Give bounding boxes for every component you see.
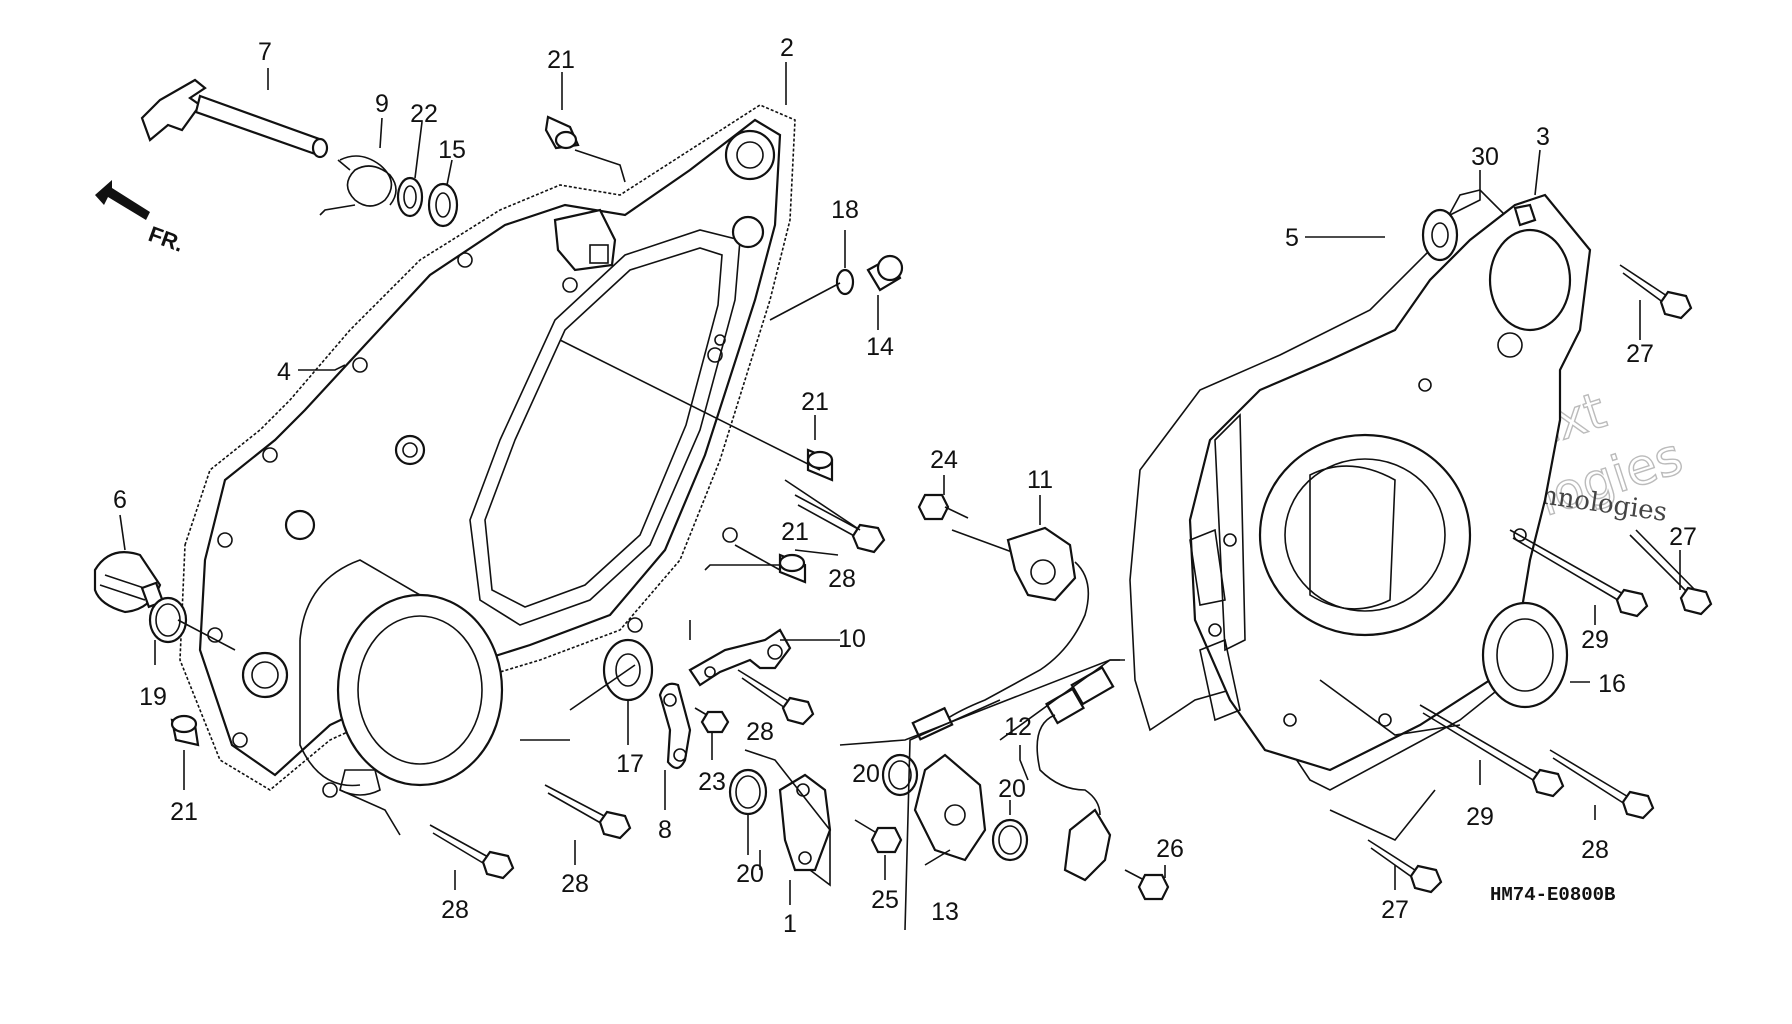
bolt-23 [694, 707, 730, 734]
bracket-10 [688, 628, 792, 687]
bolt-26 [1124, 869, 1170, 901]
callout-25: 25 [871, 886, 899, 914]
left-crankcase-cover [179, 104, 796, 798]
callout-12: 12 [1004, 713, 1032, 741]
callout-27-top: 27 [1626, 340, 1654, 368]
bearing-30 [1421, 208, 1459, 262]
callout-16: 16 [1598, 670, 1626, 698]
callout-21-left: 21 [170, 798, 198, 826]
callout-28-mid: 28 [746, 718, 774, 746]
bolt-27-bottom [1367, 839, 1443, 894]
callout-21-mid: 21 [801, 388, 829, 416]
harness-12 [1036, 665, 1115, 882]
dowel-pin-21-left [170, 714, 200, 747]
callout-3: 3 [1536, 123, 1550, 151]
callout-21-top: 21 [547, 46, 575, 74]
callout-29-upper: 29 [1581, 626, 1609, 654]
bolt-25 [854, 819, 903, 854]
oil-filler-cap-6 [93, 551, 165, 614]
bolt-28-mid [737, 669, 815, 726]
callout-21-lower: 21 [781, 518, 809, 546]
right-cover-opening [1258, 433, 1472, 637]
callout-2: 2 [780, 34, 794, 62]
callout-4: 4 [277, 358, 291, 386]
bolt-28-lower-right [544, 784, 632, 840]
bolt-29-lower [1419, 704, 1565, 798]
callout-27-right: 27 [1669, 523, 1697, 551]
callout-15: 15 [438, 136, 466, 164]
plate-8 [658, 682, 692, 770]
diagram-code: HM74-E0800B [1490, 884, 1615, 906]
callout-30: 30 [1471, 143, 1499, 171]
plug-14 [866, 254, 904, 292]
callout-17: 17 [616, 750, 644, 778]
callout-23: 23 [698, 768, 726, 796]
callout-13: 13 [931, 898, 959, 926]
dowel-pin-21-mid [806, 448, 834, 482]
washer-15 [427, 182, 459, 228]
callout-7: 7 [258, 38, 272, 66]
callout-22: 22 [410, 100, 438, 128]
callout-24: 24 [930, 446, 958, 474]
spring-9 [319, 155, 397, 216]
callout-20-right: 20 [998, 775, 1026, 803]
arrow-icon [95, 180, 150, 220]
bolt-27-right [1629, 529, 1713, 616]
cover-plate-1 [778, 773, 832, 872]
callout-26: 26 [1156, 835, 1184, 863]
callout-28-lower-left: 28 [441, 896, 469, 924]
callout-28-lower-mid: 28 [561, 870, 589, 898]
front-direction-arrow: FR. [95, 180, 187, 257]
cover-plate-13 [913, 753, 987, 862]
washer-18 [835, 268, 855, 296]
callout-28-upper: 28 [828, 565, 856, 593]
bolt-28-right [1549, 749, 1655, 820]
callout-5: 5 [1285, 224, 1299, 252]
cover-bolt-holes [207, 252, 738, 798]
callout-9: 9 [375, 90, 389, 118]
leader-lines [119, 62, 1681, 931]
sensor-11 [911, 526, 1090, 741]
callout-27-bottom: 27 [1381, 896, 1409, 924]
front-label: FR. [145, 221, 187, 257]
callout-18: 18 [831, 196, 859, 224]
callout-14: 14 [866, 333, 894, 361]
callout-1: 1 [783, 910, 797, 938]
cover-body [198, 118, 782, 777]
callout-8: 8 [658, 816, 672, 844]
callout-28-right: 28 [1581, 836, 1609, 864]
callout-10: 10 [838, 625, 866, 653]
callout-19: 19 [139, 683, 167, 711]
callout-20-left: 20 [736, 860, 764, 888]
gasket-4 [179, 104, 796, 791]
cover-boss [336, 593, 504, 787]
callout-20-mid: 20 [852, 760, 880, 788]
dowel-pin-21-top [544, 115, 580, 150]
callout-numbers: 7 9 22 15 21 2 18 14 4 21 6 21 28 19 10 … [113, 34, 1697, 938]
bolt-28-upper [794, 494, 886, 554]
washer-22 [396, 176, 424, 218]
oil-seal-16 [1481, 601, 1569, 709]
callout-6: 6 [113, 486, 127, 514]
callout-11: 11 [1027, 466, 1053, 494]
bolt-24 [917, 493, 969, 521]
bolt-28-lower-left [429, 824, 515, 880]
callout-29-lower: 29 [1466, 803, 1494, 831]
bolt-27-top [1619, 264, 1693, 320]
dowel-pin-21-lower [778, 553, 807, 584]
shift-shaft-7 [140, 78, 329, 159]
bolt-29-upper [1509, 529, 1649, 618]
